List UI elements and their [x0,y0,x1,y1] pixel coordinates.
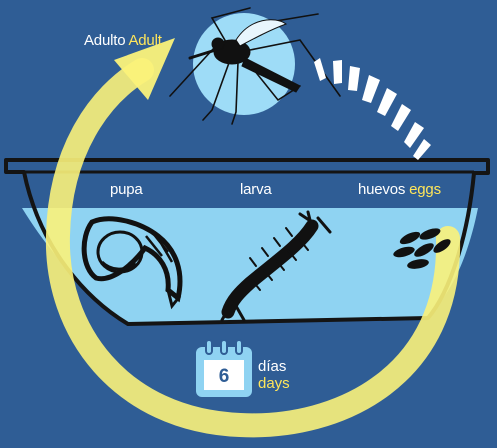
larva-label-es: larva [240,181,272,198]
pupa-label-es: pupa [110,181,143,198]
adult-label-es: Adulto [84,32,125,49]
duration-label-es: días [258,358,286,375]
pupa-label: pupa [110,181,143,198]
eggs-label-en: eggs [409,181,441,198]
adult-label: Adulto Adult [84,32,162,49]
duration-label: días days [258,358,290,392]
larva-label: larva [240,181,272,198]
adult-label-en: Adult [128,32,161,49]
eggs-label-es: huevos [358,181,405,198]
duration-label-en: days [258,375,290,392]
duration-number: 6 [209,366,239,388]
flight-dashes [314,58,431,160]
eggs-label: huevos eggs [358,181,441,198]
